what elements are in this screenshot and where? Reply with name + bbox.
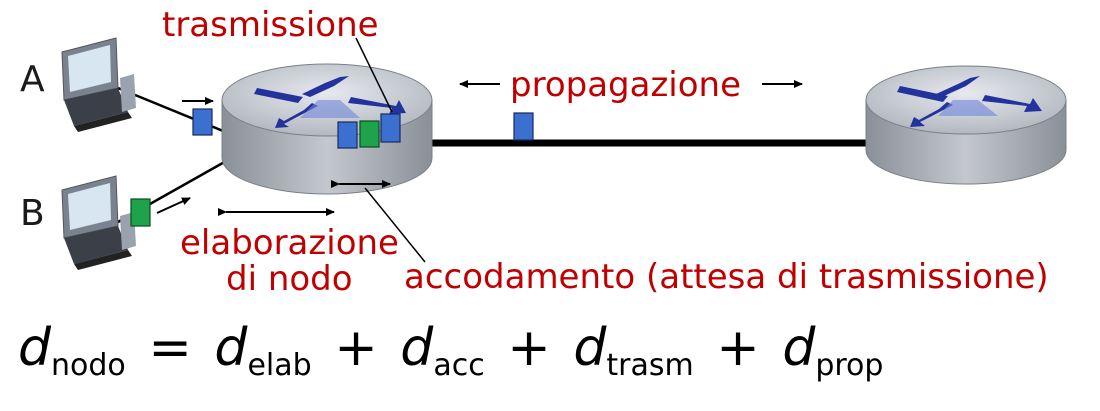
formula-d: d	[400, 318, 434, 378]
formula-equals: =	[148, 318, 192, 378]
pointer-line	[355, 37, 393, 113]
formula-sub-prop: prop	[815, 348, 884, 383]
label-trasmissione: trasmissione	[162, 5, 379, 45]
formula-d: d	[18, 318, 52, 378]
label-accodamento: accodamento (attesa di trasmissione)	[404, 257, 1049, 297]
packet-icon	[337, 121, 358, 149]
formula-d: d	[214, 318, 248, 378]
computer-icon	[61, 37, 136, 132]
packet-icon	[192, 108, 213, 136]
host-label-b: B	[20, 193, 45, 234]
computer-icon	[61, 175, 136, 270]
label-elaborazione-1: elaborazione	[180, 223, 399, 263]
formula-plus: +	[716, 318, 760, 378]
formula-d: d	[782, 318, 816, 378]
packet-icon	[359, 120, 380, 148]
formula-plus: +	[334, 318, 378, 378]
host-label-a: A	[20, 59, 45, 100]
formula-sub-trasm: trasm	[606, 348, 694, 383]
label-elaborazione-2: di nodo	[226, 259, 353, 299]
packet-icon	[130, 198, 151, 227]
delay-formula: dnodo = delab + dacc + dtrasm + dprop	[18, 322, 883, 381]
pointer-line	[364, 187, 426, 263]
formula-plus: +	[507, 318, 551, 378]
label-propagazione: propagazione	[510, 65, 742, 105]
arrow-icon	[156, 197, 191, 214]
packet-icon	[513, 112, 534, 141]
formula-sub-acc: acc	[433, 348, 485, 383]
formula-sub-nodo: nodo	[51, 348, 126, 383]
router-icon	[865, 65, 1067, 185]
formula-sub-elab: elab	[247, 348, 312, 383]
packet-icon	[380, 113, 401, 143]
formula-d: d	[573, 318, 607, 378]
router-icon	[221, 63, 433, 195]
